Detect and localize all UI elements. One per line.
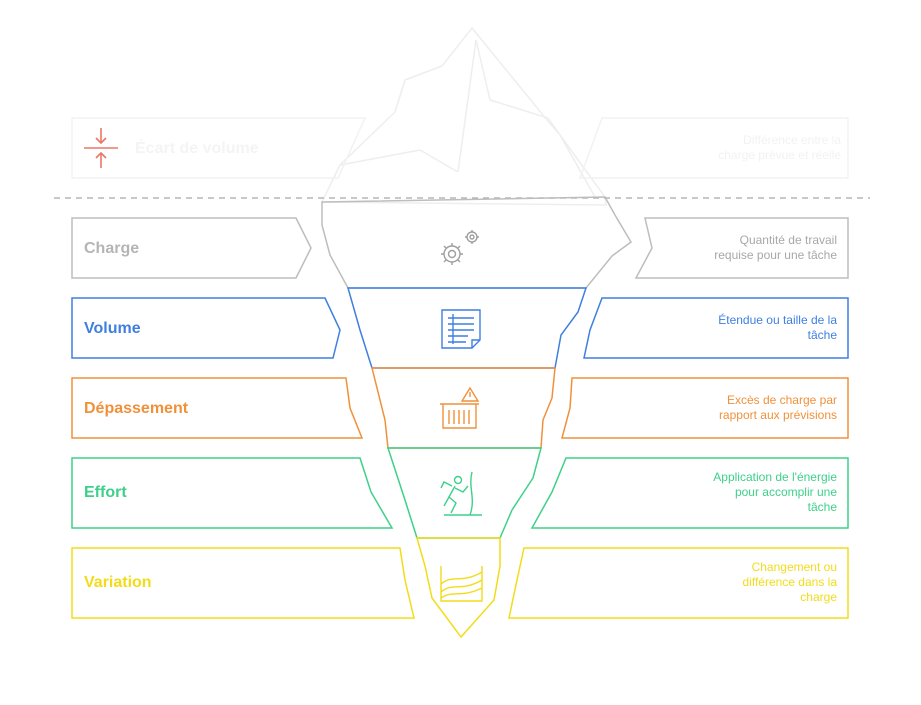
variation-label-box [71, 547, 415, 619]
variation-label: Variation [84, 574, 152, 591]
effort-desc-box [530, 457, 849, 529]
iceberg-tip-ridge [339, 149, 459, 173]
volume-segment [347, 287, 588, 369]
variation-description-line3: charge [800, 590, 837, 604]
charge-description-line2: requise pour une tâche [714, 248, 837, 262]
top-item-description-line1: Différence entre la [743, 133, 841, 147]
iceberg-tip-inner [457, 39, 596, 198]
layer-charge [71, 196, 849, 289]
top-item-label: Écart de volume [135, 140, 259, 157]
effort-description-line2: pour accomplir une [734, 485, 837, 499]
layer-depassement [71, 367, 849, 449]
volume-label: Volume [84, 320, 141, 337]
effort-description-line1: Application de l'énergie [713, 470, 837, 484]
document-list-icon [441, 309, 481, 349]
effort-description: Application de l'énergie pour accomplir … [713, 470, 837, 515]
converge-arrows-icon [84, 128, 118, 168]
volume-description-line1: Étendue ou taille de la [718, 313, 837, 327]
effort-label: Effort [84, 484, 127, 501]
charge-description-line1: Quantité de travail [739, 233, 837, 247]
variation-desc-box [508, 547, 849, 619]
variation-description-line1: Changement ou [751, 560, 837, 574]
gears-icon [441, 230, 479, 265]
top-item-desc-box [578, 117, 849, 179]
top-item [71, 117, 849, 179]
layer-variation [71, 537, 849, 639]
volume-label-box [71, 297, 341, 359]
layer-volume [71, 287, 849, 369]
variation-segment [416, 537, 501, 639]
depassement-desc-box [561, 377, 849, 439]
charge-description: Quantité de travail requise pour une tâc… [714, 233, 837, 263]
depassement-label: Dépassement [84, 400, 189, 417]
depassement-description-line2: rapport aux prévisions [718, 408, 837, 422]
charge-label: Charge [84, 240, 140, 257]
iceberg-tip [320, 26, 607, 206]
volume-description-line2: tâche [807, 328, 837, 342]
variation-description: Changement ou différence dans la charge [742, 560, 837, 605]
top-item-description: Différence entre la charge prévue et rée… [718, 133, 841, 163]
effort-label-box [71, 457, 394, 529]
top-item-label-box [71, 117, 367, 179]
layer-effort [71, 447, 849, 539]
depassement-segment [371, 367, 556, 449]
volume-description: Étendue ou taille de la tâche [718, 313, 837, 343]
volume-desc-box [583, 297, 849, 359]
variation-description-line2: différence dans la [742, 575, 837, 589]
charge-segment [321, 196, 632, 289]
charge-desc-box [634, 217, 849, 279]
top-item-description-line2: charge prévue et réelle [718, 148, 841, 162]
charge-label-box [71, 217, 312, 279]
effort-description-line3: tâche [807, 500, 837, 514]
depassement-description: Excès de charge par rapport aux prévisio… [719, 393, 837, 423]
depassement-description-line1: Excès de charge par [726, 393, 837, 407]
depassement-label-box [71, 377, 364, 439]
climber-icon [440, 471, 482, 516]
overflow-warning-icon [440, 386, 480, 429]
wave-chart-icon [440, 566, 483, 602]
effort-segment [386, 447, 542, 539]
